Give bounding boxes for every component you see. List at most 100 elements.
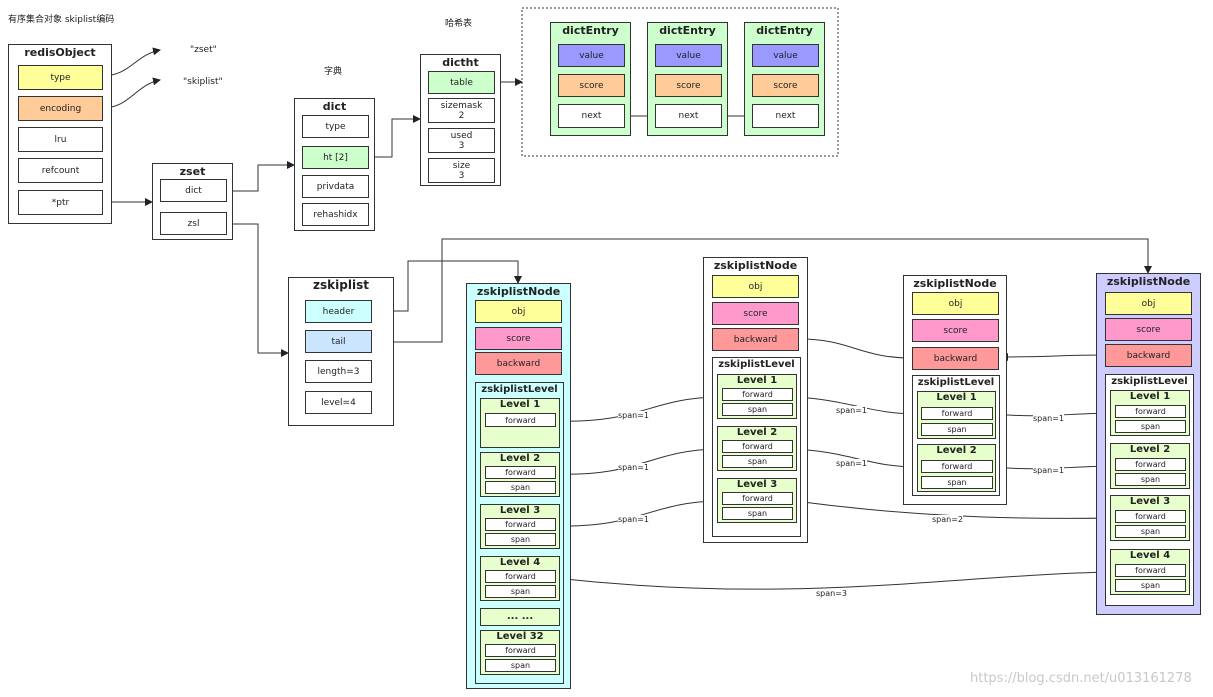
dict-entry-title: dictEntry (659, 24, 716, 37)
forward-arrow-h4 (554, 568, 1113, 590)
level-forward: forward (1115, 564, 1186, 577)
level-forward: forward (722, 388, 793, 401)
header-level-label: Level 1 (499, 399, 541, 410)
redis-object-box: redisObject type encoding lru refcount *… (8, 44, 112, 224)
dictht-sizemask-value: 2 (458, 110, 465, 121)
node-level-title: zskiplistLevel (481, 384, 558, 395)
node-level-container: zskiplistLevel Level 1 forward span Leve… (712, 357, 801, 537)
dictht-box: dictht table sizemask 2 used 3 size 3 (420, 54, 501, 186)
node3-level-label: Level 2 (1129, 444, 1171, 455)
dict-entry-value: value (752, 44, 819, 67)
dictht-size-value: 3 (458, 170, 465, 181)
node1-level: Level 1 forward span (717, 374, 797, 419)
header-level: Level 2 forward span (480, 452, 560, 497)
level-forward: forward (921, 407, 993, 420)
level-forward: forward (485, 644, 556, 657)
node2-level-label: Level 1 (936, 392, 977, 403)
node1-level-label: Level 1 (736, 375, 778, 386)
node3-level: Level 4 forward span (1110, 549, 1190, 595)
header-level-ellipsis: ... ... (480, 608, 560, 626)
backward-arrow-1 (799, 335, 913, 359)
node1-level-label: Level 2 (736, 427, 778, 438)
dict-entry-next: next (655, 104, 722, 128)
redis-object-ptr: *ptr (18, 190, 103, 215)
node2-level-label: Level 2 (936, 445, 977, 456)
level-forward: forward (485, 413, 556, 427)
dictht-used-field: used 3 (428, 128, 495, 153)
node-backward: backward (912, 347, 999, 370)
header-level: Level 4 forward span (480, 556, 560, 601)
node-title: zskiplistNode (913, 277, 997, 290)
level-span: span (1115, 420, 1186, 433)
node-title: zskiplistNode (476, 285, 561, 298)
zset-dict-field: dict (160, 179, 227, 202)
dictht-table-field: table (428, 71, 495, 94)
header-level-label: Level 32 (496, 631, 544, 642)
redis-object-refcount: refcount (18, 158, 103, 183)
level-span: span (485, 533, 556, 546)
level-span: span (485, 585, 556, 598)
node2-level: Level 1 forward span (917, 391, 996, 439)
redis-object-lru: lru (18, 127, 103, 152)
forward-arrow-h3 (554, 497, 719, 527)
header-level: Level 1 forward (480, 398, 560, 448)
node-obj: obj (1105, 292, 1192, 315)
node1-level: Level 3 forward span (717, 478, 797, 523)
node-score: score (712, 302, 799, 325)
node-backward: backward (475, 352, 562, 375)
zskiplist-header-node: zskiplistNode obj score backward zskipli… (466, 283, 571, 689)
node-level-container: zskiplistLevel Level 1 forward span Leve… (1105, 374, 1194, 606)
ht-arrow (368, 115, 421, 158)
dict-entry-score: score (655, 74, 722, 97)
level-span: span (921, 476, 993, 489)
dict-entry-title: dictEntry (562, 24, 619, 37)
diagram-title: 有序集合对象 skiplist编码 (8, 15, 115, 25)
redis-object-type: type (18, 65, 103, 90)
node-score: score (475, 327, 562, 350)
header-level-label: Level 2 (499, 453, 541, 464)
node-title: zskiplistNode (1106, 275, 1191, 288)
dict-entry-next: next (558, 104, 625, 128)
level-forward: forward (485, 570, 556, 583)
zskiplist-node-1: zskiplistNode obj score backward zskipli… (703, 257, 808, 543)
header-arrow (372, 260, 522, 312)
dict-entry-title: dictEntry (756, 24, 813, 37)
header-level: Level 3 forward span (480, 504, 560, 549)
node3-level-label: Level 3 (1129, 496, 1171, 507)
dict-caption: 字典 (324, 67, 343, 77)
dict-type-field: type (302, 115, 369, 138)
dict-entry-3: dictEntry value score next (744, 22, 825, 136)
zset-zsl-arrow (227, 223, 289, 357)
dict-entry-score: score (752, 74, 819, 97)
node-obj: obj (475, 300, 562, 323)
node-level-title: zskiplistLevel (1111, 376, 1188, 387)
span-label: span=1 (618, 515, 650, 525)
dict-title: dict (322, 100, 347, 113)
watermark: https://blog.csdn.net/u013161278 (970, 671, 1192, 686)
forward-arrow-h1 (554, 393, 719, 422)
dict-entry-value: value (558, 44, 625, 67)
dictht-used-label: used (450, 130, 473, 141)
zset-zsl-field: zsl (160, 212, 227, 235)
level-span: span (485, 659, 556, 672)
level-span: span (1115, 579, 1186, 592)
node-level-container: zskiplistLevel Level 1 forward span Leve… (912, 375, 1000, 496)
level-span: span (921, 423, 993, 436)
level-span: span (1115, 473, 1186, 486)
dictht-size-label: size (452, 160, 471, 171)
span-label: span=2 (932, 515, 964, 525)
skiplist-string-label: "skiplist" (183, 77, 223, 87)
dict-entry-next: next (752, 104, 819, 128)
level-forward: forward (1115, 458, 1186, 471)
zskiplist-box: zskiplist header tail length=3 level=4 (288, 277, 394, 426)
dictht-used-value: 3 (458, 140, 465, 151)
redis-object-title: redisObject (24, 46, 96, 59)
hashtable-caption: 哈希表 (445, 19, 473, 29)
node3-level: Level 1 forward span (1110, 390, 1190, 436)
node-obj: obj (712, 275, 799, 298)
zskiplist-title: zskiplist (313, 278, 369, 292)
level-forward: forward (722, 440, 793, 453)
node-score: score (1105, 318, 1192, 341)
span-label: span=1 (836, 459, 868, 469)
